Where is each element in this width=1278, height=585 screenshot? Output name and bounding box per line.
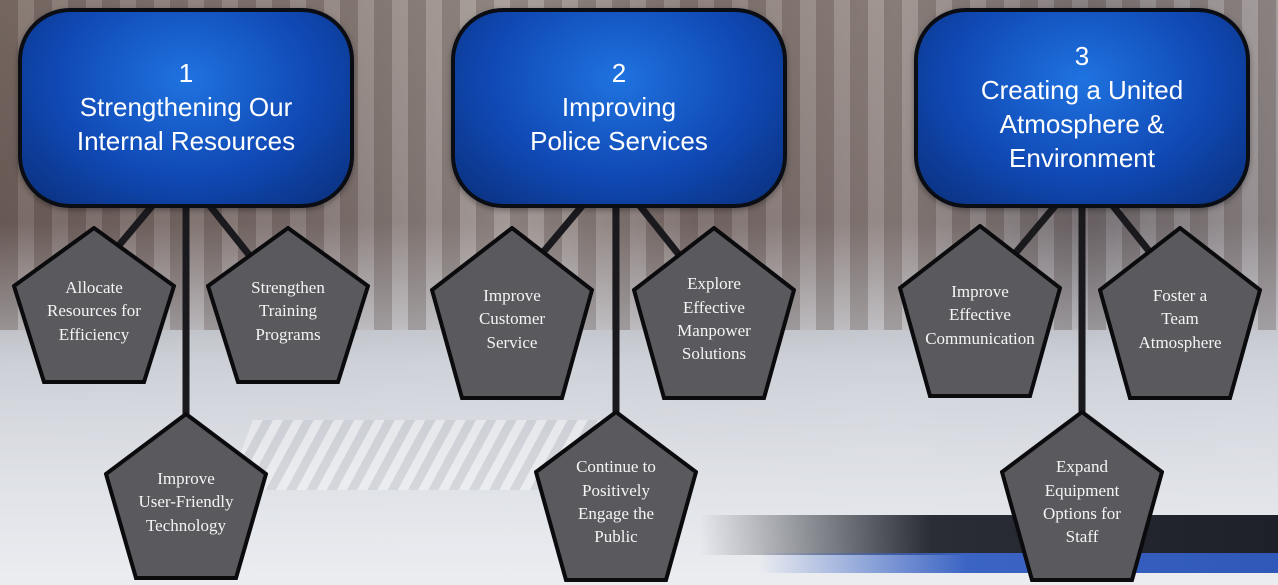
goal-title-line: Creating a United	[980, 75, 1184, 106]
objective-label-line: Staff	[1065, 527, 1099, 547]
decorative-blue-band	[760, 553, 1278, 573]
objective-expand-equipment: Expand Equipment Options for Staff	[1000, 410, 1164, 582]
objective-label-line: Explore	[687, 274, 741, 294]
objective-label-line: Solutions	[681, 344, 747, 364]
objective-label-line: Public	[594, 527, 638, 547]
objective-label-line: Atmosphere	[1138, 332, 1222, 352]
connector-3b	[1110, 203, 1156, 259]
pentagon-shape	[1098, 226, 1262, 400]
connector-2a	[537, 203, 585, 259]
objective-label-line: Positively	[581, 480, 650, 500]
objective-label-line: Engage the	[578, 504, 654, 523]
objective-effective-communication: Improve Effective Communication	[898, 224, 1062, 398]
connector-1b	[207, 203, 253, 259]
goal-title-line: Police Services	[530, 125, 708, 156]
objective-label-line: Resources for	[47, 301, 141, 321]
objective-label-line: Foster a	[1152, 285, 1208, 305]
goal-number: 1	[178, 58, 194, 89]
objective-label-line: Options for	[1043, 504, 1121, 523]
pentagon-shape	[534, 410, 698, 582]
objective-label-line: Technology	[145, 515, 226, 535]
objective-label-line: Improve	[951, 282, 1009, 301]
objective-label-line: Training	[259, 301, 317, 321]
objective-label-line: Improve	[483, 285, 541, 305]
objective-label-line: Customer	[478, 309, 546, 329]
objective-label-line: User-Friendly	[138, 492, 234, 512]
connector-3a	[1010, 203, 1058, 259]
goal-number: 3	[1074, 41, 1090, 72]
objective-allocate-resources: Allocate Resources for Efficiency	[12, 226, 176, 384]
objective-label-line: Communication	[925, 328, 1035, 348]
objective-label-line: Effective	[949, 305, 1011, 325]
objective-manpower-solutions: Explore Effective Manpower Solutions	[632, 226, 796, 400]
objective-label-line: Allocate	[65, 277, 123, 297]
goal-title-line: Internal Resources	[76, 125, 296, 156]
pentagon-shape	[430, 226, 594, 400]
objective-engage-public: Continue to Positively Engage the Public	[534, 410, 698, 582]
objective-user-friendly-technology: Improve User-Friendly Technology	[104, 412, 268, 580]
objective-label-line: Programs	[255, 324, 321, 344]
goal-title-line: Atmosphere &	[999, 109, 1165, 139]
objective-label-line: Team	[1161, 309, 1199, 329]
objective-strengthen-training: Strengthen Training Programs	[206, 226, 370, 384]
pentagon-shape	[206, 226, 370, 384]
objective-team-atmosphere: Foster a Team Atmosphere	[1098, 226, 1262, 400]
pentagon-shape	[898, 224, 1062, 398]
pentagon-shape	[104, 412, 268, 580]
pentagon-shape	[1000, 410, 1164, 582]
decorative-dark-band	[700, 515, 1278, 555]
objective-label-line: Continue to	[576, 457, 656, 477]
objective-label-line: Service	[486, 332, 538, 352]
goal-title-line: Strengthening Our	[79, 92, 293, 123]
objective-label-line: Effective	[683, 297, 745, 317]
objective-label-line: Strengthen	[251, 277, 325, 297]
pentagon-shape	[12, 226, 176, 384]
goal-box-2: 2 Improving Police Services	[451, 8, 787, 208]
objective-label-line: Efficiency	[58, 324, 130, 344]
goal-box-1: 1 Strengthening Our Internal Resources	[18, 8, 354, 208]
objective-label-line: Equipment	[1044, 480, 1120, 500]
connector-2b	[637, 203, 683, 259]
pentagon-shape	[632, 226, 796, 400]
goal-title-line: Environment	[1009, 142, 1155, 173]
objective-label-line: Manpower	[677, 321, 751, 340]
goal-box-3: 3 Creating a United Atmosphere & Environ…	[914, 8, 1250, 208]
objective-label-line: Improve	[157, 468, 215, 488]
objective-customer-service: Improve Customer Service	[430, 226, 594, 400]
goal-title-line: Improving	[561, 92, 677, 123]
goal-number: 2	[611, 58, 627, 89]
objective-label-line: Expand	[1056, 457, 1108, 477]
